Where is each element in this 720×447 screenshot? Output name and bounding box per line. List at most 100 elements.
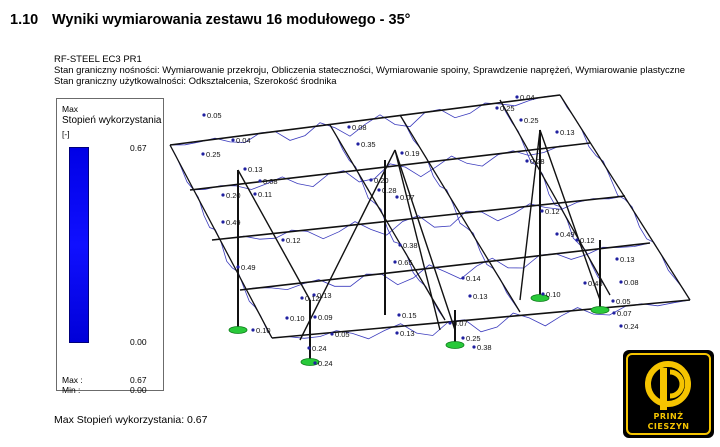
result-node (202, 113, 206, 117)
ultimate-limit-state-text: Stan graniczny nośności: Wymiarowanie pr… (54, 65, 686, 76)
legend-color-bar (69, 147, 89, 343)
result-node (555, 232, 559, 236)
rafter-member (399, 114, 521, 313)
rafter-member (499, 99, 611, 296)
analysis-info: RF-STEEL EC3 PR1 Stan graniczny nośności… (54, 54, 685, 87)
result-node (313, 361, 317, 365)
utilization-value-label: 0.38 (477, 343, 492, 352)
logo-emblem-icon (626, 353, 711, 435)
brace-member (394, 149, 441, 331)
rail-member (189, 142, 591, 191)
result-node (356, 142, 360, 146)
utilization-value-label: 0.10 (290, 314, 305, 323)
result-node (330, 332, 334, 336)
support-node (300, 358, 320, 366)
utilization-legend: Max Stopień wykorzystania [-] 0.67 0.00 … (56, 98, 164, 395)
utilization-diagram-rail (211, 195, 626, 241)
utilization-value-label: 0.04 (236, 136, 251, 145)
utilization-value-label: 0.38 (403, 241, 418, 250)
result-node (519, 118, 523, 122)
utilization-value-label: 0.24 (318, 359, 333, 368)
rail-member (169, 94, 561, 146)
legend-bottom-value: 0.00 (130, 337, 147, 347)
utilization-value-label: 0.05 (335, 330, 350, 339)
result-node (612, 311, 616, 315)
support-node (228, 326, 248, 334)
result-node (495, 106, 499, 110)
section-heading: 1.10 Wyniki wymiarowania zestawu 16 moduł… (10, 12, 410, 28)
brace-member (539, 129, 601, 301)
legend-max-label: Max : (62, 375, 83, 385)
utilization-value-label: 0.13 (317, 291, 332, 300)
support-node (590, 306, 610, 314)
rafter-member (169, 144, 273, 339)
result-node (253, 192, 257, 196)
legend-unit: [-] (62, 129, 70, 139)
rail-member (271, 299, 691, 339)
rafter-member (329, 124, 446, 321)
rail-member (211, 195, 626, 241)
result-node (313, 315, 317, 319)
utilization-value-label: 0.28 (530, 157, 545, 166)
utilization-value-label: 0.12 (580, 236, 595, 245)
utilization-value-label: 0.35 (361, 140, 376, 149)
section-number: 1.10 (10, 12, 39, 28)
utilization-value-label: 0.05 (207, 111, 222, 120)
utilization-value-label: 0.19 (405, 149, 420, 158)
utilization-value-label: 0.13 (248, 165, 263, 174)
rail-member (239, 242, 651, 291)
utilization-value-label: 0.12 (305, 294, 320, 303)
utilization-value-label: 0.05 (616, 297, 631, 306)
utilization-value-label: 0.10 (546, 290, 561, 299)
utilization-value-label: 0.08 (352, 123, 367, 132)
result-node (201, 152, 205, 156)
utilization-value-label: 0.08 (263, 177, 278, 186)
serviceability-limit-state-text: Stan graniczny użytkowalności: Odkształc… (54, 76, 337, 87)
logo-text-line1: PRINŻ (653, 412, 684, 421)
result-node (347, 125, 351, 129)
legend-min-label: Min : (62, 385, 81, 395)
utilization-value-label: 0.65 (398, 258, 413, 267)
brace-member (519, 129, 541, 301)
result-node (393, 260, 397, 264)
utilization-value-label: 0.04 (520, 93, 535, 102)
result-node (231, 138, 235, 142)
prinz-logo: PRINŻ CIESZYN (623, 350, 714, 438)
result-node (285, 316, 289, 320)
utilization-value-label: 0.14 (466, 274, 481, 283)
utilization-value-label: 0.49 (226, 218, 241, 227)
utilization-value-label: 0.13 (560, 128, 575, 137)
utilization-value-label: 0.25 (206, 150, 221, 159)
utilization-value-label: 0.13 (400, 329, 415, 338)
utilization-value-label: 0.07 (617, 309, 632, 318)
section-title: Wyniki wymiarowania zestawu 16 modułoweg… (52, 12, 411, 28)
result-node (461, 276, 465, 280)
result-node (468, 294, 472, 298)
utilization-value-label: 0.43 (588, 279, 603, 288)
result-node (515, 95, 519, 99)
utilization-value-label: 0.08 (624, 278, 639, 287)
utilization-value-label: 0.11 (258, 190, 272, 199)
utilization-diagram-rail (189, 142, 591, 191)
legend-top-value: 0.67 (130, 143, 147, 153)
result-node (472, 345, 476, 349)
utilization-value-label: 0.13 (473, 292, 488, 301)
legend-min-value: 0.00 (130, 385, 147, 395)
utilization-value-label: 0.13 (620, 255, 635, 264)
result-node (395, 195, 399, 199)
utilization-value-label: 0.24 (624, 322, 639, 331)
brace-member (394, 149, 456, 331)
logo-text-line2: CIESZYN (647, 422, 690, 431)
brace-member (237, 169, 311, 301)
result-node (312, 293, 316, 297)
utilization-value-label: 0.15 (402, 311, 417, 320)
result-node (300, 296, 304, 300)
result-node (258, 179, 262, 183)
result-node (541, 292, 545, 296)
legend-max-heading: Max (62, 104, 79, 114)
result-node (555, 130, 559, 134)
result-node (615, 257, 619, 261)
result-node (575, 238, 579, 242)
result-node (461, 336, 465, 340)
